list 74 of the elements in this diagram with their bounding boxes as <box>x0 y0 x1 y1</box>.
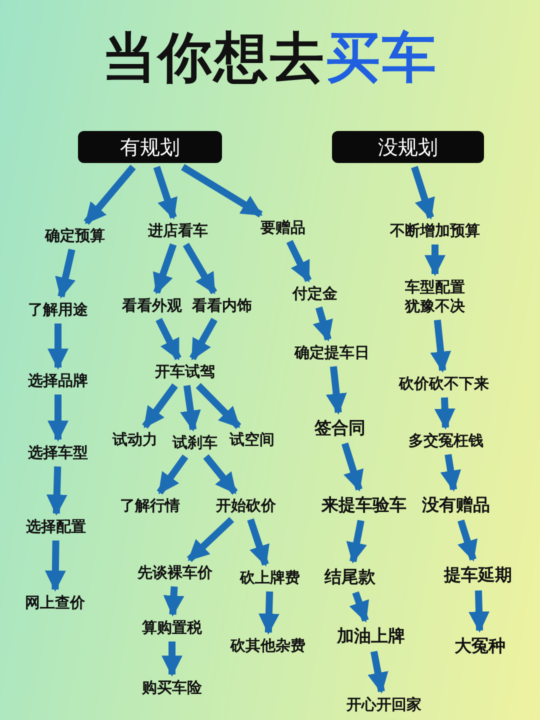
step-text: 确定提车日 <box>294 344 370 362</box>
arrow <box>163 586 184 617</box>
step-text: 试刹车 <box>172 434 218 452</box>
step-text: 砍其他杂费 <box>230 636 306 656</box>
step-text: 了解用途 <box>28 300 88 320</box>
arrow <box>156 318 182 360</box>
step-text: 来提车验车 <box>322 494 406 516</box>
arrow <box>196 383 242 429</box>
arrow <box>156 454 188 495</box>
step-text: 砍上牌费 <box>240 568 300 588</box>
arrow <box>440 454 462 492</box>
arrow <box>182 242 218 294</box>
step-text: 签合同 <box>314 416 366 440</box>
arrow <box>190 318 218 360</box>
arrow <box>46 466 68 516</box>
step-text: 网上查价 <box>25 594 85 612</box>
arrow <box>203 454 238 495</box>
step-text: 选择配置 <box>26 518 86 536</box>
arrow <box>84 164 136 225</box>
step-text: 结尾款 <box>324 566 376 588</box>
step-text: 不断增加预算 <box>390 222 480 240</box>
arrow <box>346 520 367 564</box>
arrow <box>368 650 388 694</box>
arrow <box>55 248 76 299</box>
step-text: 开心开回家 <box>346 696 422 714</box>
arrow <box>457 519 478 562</box>
arrow <box>44 540 66 592</box>
step-text: 看看外观 <box>122 296 182 316</box>
step-text: 加油上牌 <box>337 624 405 648</box>
step-text: 砍价砍不下来 <box>399 374 489 394</box>
step-text: 多交冤枉钱 <box>408 432 484 450</box>
step-text: 提车延期 <box>444 564 512 586</box>
arrow <box>247 518 270 566</box>
arrow <box>349 591 370 622</box>
arrow <box>180 385 201 432</box>
step-text: 先谈裸车价 <box>138 564 212 582</box>
arrow <box>424 244 446 276</box>
step-text: 了解行情 <box>120 496 180 516</box>
step-text: 算购置税 <box>142 618 202 638</box>
arrow <box>186 516 234 562</box>
step-text: 进店看车 <box>148 222 208 240</box>
arrow <box>142 383 178 429</box>
arrow <box>153 166 178 220</box>
arrow <box>326 366 347 415</box>
step-text: 选择品牌 <box>28 372 88 390</box>
title: 当你想去买车 <box>101 25 439 91</box>
step-text: 确定预算 <box>45 226 105 246</box>
step-text: 车型配置犹豫不决 <box>400 278 470 316</box>
step-text: 购买车险 <box>142 678 202 698</box>
arrow <box>162 642 182 677</box>
arrow <box>181 164 263 218</box>
arrow <box>468 590 490 633</box>
arrow <box>411 166 435 220</box>
arrow <box>430 320 452 373</box>
arrow <box>258 591 280 635</box>
arrow <box>434 397 456 430</box>
heading-box: 没规划 <box>332 131 484 163</box>
arrow <box>312 306 333 342</box>
step-text: 试动力 <box>112 430 158 450</box>
step-text: 大冤种 <box>454 634 506 658</box>
step-text: 开车试驾 <box>155 362 215 382</box>
step-text: 开始砍价 <box>216 496 276 516</box>
arrow <box>341 442 364 492</box>
arrow <box>48 324 68 370</box>
step-text: 付定金 <box>292 284 338 304</box>
arrow <box>286 240 312 282</box>
step-text: 试空间 <box>230 430 274 450</box>
step-text: 看看内饰 <box>192 296 252 316</box>
step-text: 要赠品 <box>260 218 306 238</box>
step-text: 选择车型 <box>28 444 88 462</box>
heading-box: 有规划 <box>78 131 222 163</box>
arrow <box>48 394 68 442</box>
arrow <box>152 243 177 294</box>
step-text: 没有赠品 <box>422 494 490 516</box>
